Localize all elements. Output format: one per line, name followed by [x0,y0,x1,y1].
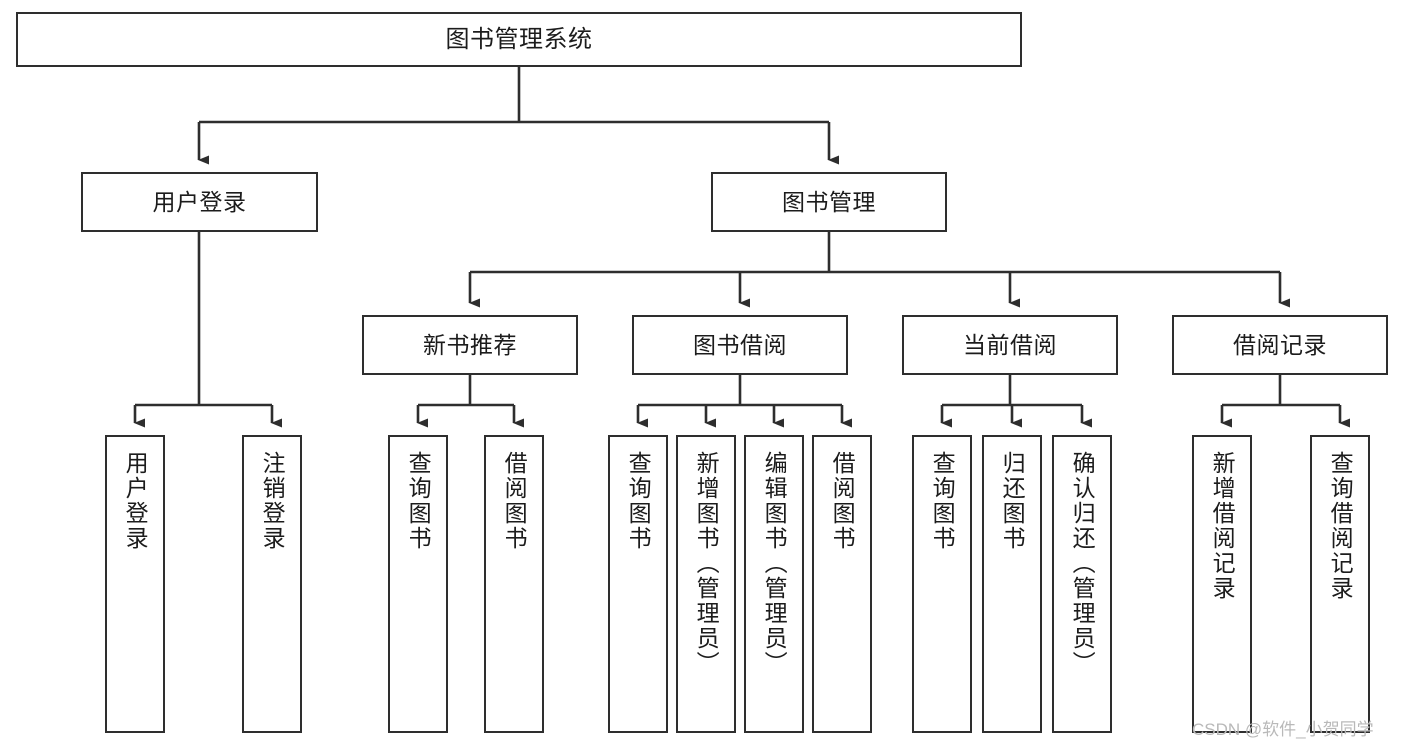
node-leaf-user-login[interactable]: 用户登录 [105,435,165,733]
node-leaf-query-book-cur[interactable]: 查询图书 [912,435,972,733]
node-user-login[interactable]: 用户登录 [81,172,318,232]
node-leaf-user-logout-label: 注销登录 [259,451,286,551]
node-leaf-borrow-book-rec[interactable]: 借阅图书 [484,435,544,733]
node-new-book-rec-label: 新书推荐 [423,331,517,358]
node-leaf-edit-book-label: 编辑图书（管理员） [761,451,788,676]
node-leaf-confirm-return-label: 确认归还（管理员） [1069,451,1096,676]
node-borrow-record[interactable]: 借阅记录 [1172,315,1388,375]
node-leaf-borrow-book-label: 借阅图书 [829,451,856,551]
node-leaf-edit-book[interactable]: 编辑图书（管理员） [744,435,804,733]
node-leaf-query-book-cur-label: 查询图书 [929,451,956,551]
node-leaf-add-record-label: 新增借阅记录 [1209,451,1236,601]
node-leaf-add-record[interactable]: 新增借阅记录 [1192,435,1252,733]
node-root[interactable]: 图书管理系统 [16,12,1022,67]
node-leaf-query-book-rec[interactable]: 查询图书 [388,435,448,733]
node-leaf-return-book-label: 归还图书 [999,451,1026,551]
node-leaf-borrow-book[interactable]: 借阅图书 [812,435,872,733]
node-new-book-rec[interactable]: 新书推荐 [362,315,578,375]
node-root-label: 图书管理系统 [445,25,593,53]
node-leaf-query-book-borrow-label: 查询图书 [625,451,652,551]
node-leaf-query-record[interactable]: 查询借阅记录 [1310,435,1370,733]
node-leaf-add-book-label: 新增图书（管理员） [693,451,720,676]
node-book-borrow-label: 图书借阅 [693,331,787,358]
node-user-login-label: 用户登录 [152,188,247,215]
node-borrow-record-label: 借阅记录 [1233,331,1327,358]
node-leaf-user-logout[interactable]: 注销登录 [242,435,302,733]
node-book-borrow[interactable]: 图书借阅 [632,315,848,375]
csdn-watermark: CSDN @软件_小贺同学 [1192,720,1374,739]
node-leaf-return-book[interactable]: 归还图书 [982,435,1042,733]
node-book-manage-label: 图书管理 [782,188,876,215]
node-current-borrow-label: 当前借阅 [963,331,1057,358]
node-leaf-query-book-rec-label: 查询图书 [405,451,432,551]
node-current-borrow[interactable]: 当前借阅 [902,315,1118,375]
node-leaf-user-login-label: 用户登录 [122,451,149,551]
node-leaf-query-record-label: 查询借阅记录 [1327,451,1354,601]
node-leaf-add-book[interactable]: 新增图书（管理员） [676,435,736,733]
node-leaf-query-book-borrow[interactable]: 查询图书 [608,435,668,733]
node-leaf-confirm-return[interactable]: 确认归还（管理员） [1052,435,1112,733]
node-leaf-borrow-book-rec-label: 借阅图书 [501,451,528,551]
node-book-manage[interactable]: 图书管理 [711,172,947,232]
